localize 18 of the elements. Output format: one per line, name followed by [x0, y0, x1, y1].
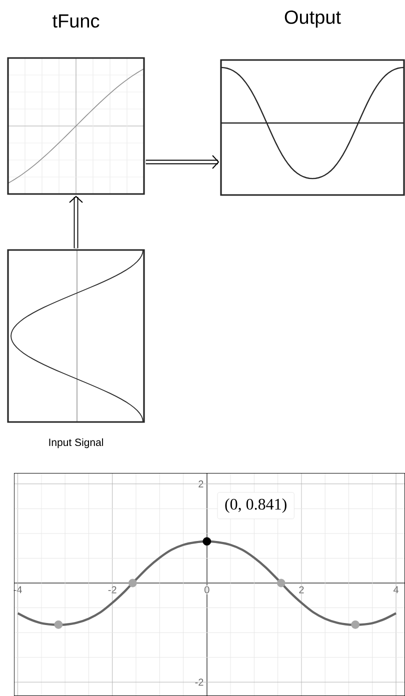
point: [54, 620, 63, 629]
double-arrow: [69, 196, 83, 248]
x-tick-label: 0: [204, 586, 210, 594]
graph-heading: tFunc: [52, 14, 100, 28]
graph-box: [220, 10, 405, 196]
graph-box: [7, 14, 145, 195]
x-tick-label: 2: [299, 586, 304, 594]
annotation: (0, 0.841): [225, 498, 286, 513]
graph-heading: Output: [284, 10, 341, 28]
point: [276, 578, 286, 588]
point: [351, 620, 360, 629]
point: [202, 537, 212, 546]
x-tick-label: 4: [393, 586, 399, 594]
x-tick-label: -2: [108, 586, 116, 594]
graph-box: [7, 249, 145, 448]
graph-heading: Input Signal: [49, 438, 103, 448]
double-arrow: [146, 155, 220, 169]
point: [128, 578, 137, 588]
